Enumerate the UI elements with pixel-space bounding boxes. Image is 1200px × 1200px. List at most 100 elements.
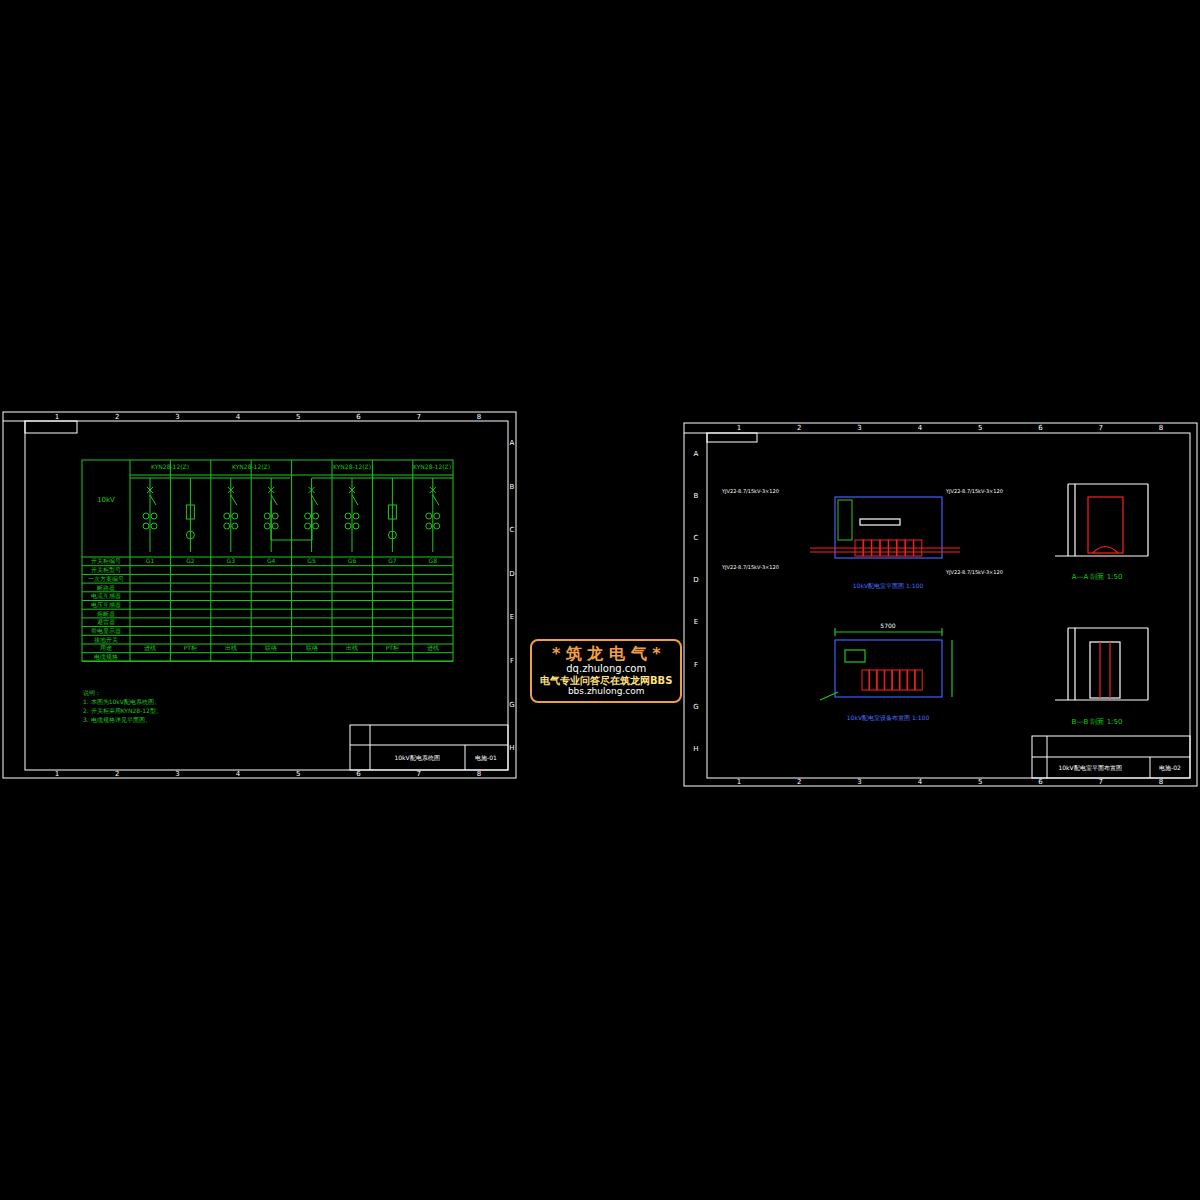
system-table-part bbox=[434, 523, 440, 529]
system-table-part bbox=[82, 644, 453, 645]
room-plan-part bbox=[1147, 484, 1148, 556]
system-table-part bbox=[309, 487, 315, 493]
system-table-part bbox=[272, 513, 278, 519]
room-plan-part bbox=[810, 551, 960, 552]
system-table-part bbox=[313, 513, 319, 519]
system-table-part bbox=[143, 523, 149, 529]
system-table-part bbox=[82, 652, 453, 653]
drawing-label: G7 bbox=[388, 558, 396, 564]
drawing-label: G bbox=[693, 703, 698, 710]
system-table-part bbox=[130, 475, 453, 476]
drawing-label: G4 bbox=[267, 558, 275, 564]
system-table-part bbox=[147, 487, 153, 493]
drawing-label: 10kV配电系统图 bbox=[394, 755, 439, 761]
system-table-part bbox=[392, 478, 393, 552]
drawing-label: 4 bbox=[918, 779, 922, 786]
switchgear-row-part bbox=[897, 540, 905, 556]
room-plan-part bbox=[845, 650, 865, 662]
room-plan-part bbox=[1067, 484, 1068, 556]
drawing-label: 4 bbox=[236, 414, 240, 421]
drawing-label: 一次方案编号 bbox=[88, 576, 124, 582]
sheet-frame-part bbox=[25, 421, 77, 433]
drawing-label: 电缆规格 bbox=[94, 654, 118, 660]
room-plan-part bbox=[820, 692, 838, 700]
system-table-part bbox=[434, 513, 440, 519]
room-plan-part bbox=[1090, 642, 1120, 698]
system-table-part bbox=[264, 513, 270, 519]
system-table-part bbox=[388, 531, 396, 539]
switchgear-row-part bbox=[863, 540, 871, 556]
system-table-part bbox=[264, 523, 270, 529]
system-table-part bbox=[271, 500, 312, 540]
switchgear-row-part bbox=[908, 670, 915, 690]
drawing-label: G8 bbox=[429, 558, 437, 564]
sheet-frame-part bbox=[707, 433, 757, 442]
drawing-label: 4 bbox=[918, 425, 922, 432]
system-table-part bbox=[82, 617, 453, 618]
system-table-part bbox=[353, 513, 359, 519]
drawing-label: 开关柜编号 bbox=[91, 558, 121, 564]
drawing-label: 熔断器 bbox=[97, 611, 115, 617]
system-table-part bbox=[349, 487, 355, 493]
sheet-frame-part bbox=[350, 725, 508, 770]
system-table-part bbox=[130, 460, 131, 661]
system-table-part bbox=[151, 513, 157, 519]
drawing-label: 断路器 bbox=[97, 585, 115, 591]
drawing-label: B bbox=[510, 483, 515, 490]
switchgear-row-part bbox=[862, 670, 869, 690]
sheet-frame-part bbox=[350, 745, 508, 746]
drawing-label: 8 bbox=[477, 414, 481, 421]
drawing-label: E bbox=[510, 614, 514, 621]
system-table-part bbox=[268, 487, 274, 493]
drawing-label: 7 bbox=[1099, 779, 1103, 786]
switchgear-row-part bbox=[889, 540, 897, 556]
system-table-part bbox=[82, 661, 453, 662]
system-table-part bbox=[82, 635, 453, 636]
system-table-part bbox=[345, 523, 351, 529]
watermark-text: 电气专业问答尽在筑龙网BBS bbox=[540, 675, 672, 687]
drawing-label: 说明： bbox=[83, 690, 101, 696]
room-plan-part bbox=[1147, 628, 1148, 700]
drawing-label: YJV22-8.7/15kV-3×120 bbox=[946, 570, 1003, 575]
drawing-label: 3 bbox=[175, 414, 179, 421]
drawing-label: 1. 本图为10kV配电系统图。 bbox=[83, 699, 160, 705]
system-table-part bbox=[130, 478, 290, 479]
system-table-part bbox=[372, 460, 373, 661]
system-table-part bbox=[430, 487, 436, 493]
switchgear-row-part bbox=[900, 670, 907, 690]
system-table-part bbox=[426, 513, 432, 519]
drawing-label: G2 bbox=[186, 558, 194, 564]
system-table-part bbox=[430, 487, 436, 493]
room-plan-part bbox=[1109, 642, 1110, 698]
system-table-part bbox=[313, 523, 319, 529]
drawing-label: KYN28-12(Z) bbox=[333, 464, 371, 470]
room-plan bbox=[810, 484, 1148, 700]
drawing-label: 3 bbox=[175, 771, 179, 778]
drawing-label: 8 bbox=[477, 771, 481, 778]
drawing-label: 4 bbox=[236, 771, 240, 778]
drawing-label: 1 bbox=[737, 425, 741, 432]
drawing-label: 避雷器 bbox=[97, 619, 115, 625]
drawing-label: YJV22-8.7/15kV-3×120 bbox=[946, 489, 1003, 494]
drawing-label: 6 bbox=[356, 414, 360, 421]
watermark-text: bbs.zhulong.com bbox=[540, 686, 672, 696]
drawing-label: PT柜 bbox=[184, 645, 197, 651]
sheet-frame-part bbox=[707, 433, 1190, 778]
system-table-part bbox=[305, 523, 311, 529]
drawing-label: E bbox=[694, 619, 698, 626]
drawing-label: 接地开关 bbox=[94, 637, 118, 643]
drawing-label: 1 bbox=[55, 414, 59, 421]
drawing-label: G1 bbox=[146, 558, 154, 564]
drawing-label: KYN28-12(Z) bbox=[151, 464, 189, 470]
drawing-label: 1 bbox=[55, 771, 59, 778]
system-table-part bbox=[426, 523, 432, 529]
drawing-label: 5 bbox=[978, 425, 982, 432]
system-table-part bbox=[147, 487, 153, 493]
drawing-label: PT柜 bbox=[386, 645, 399, 651]
drawing-label: 联络 bbox=[306, 645, 318, 651]
drawing-label: B bbox=[694, 493, 699, 500]
switchgear-row bbox=[855, 540, 922, 690]
room-plan-part bbox=[1068, 627, 1148, 628]
system-table-part bbox=[224, 523, 230, 529]
